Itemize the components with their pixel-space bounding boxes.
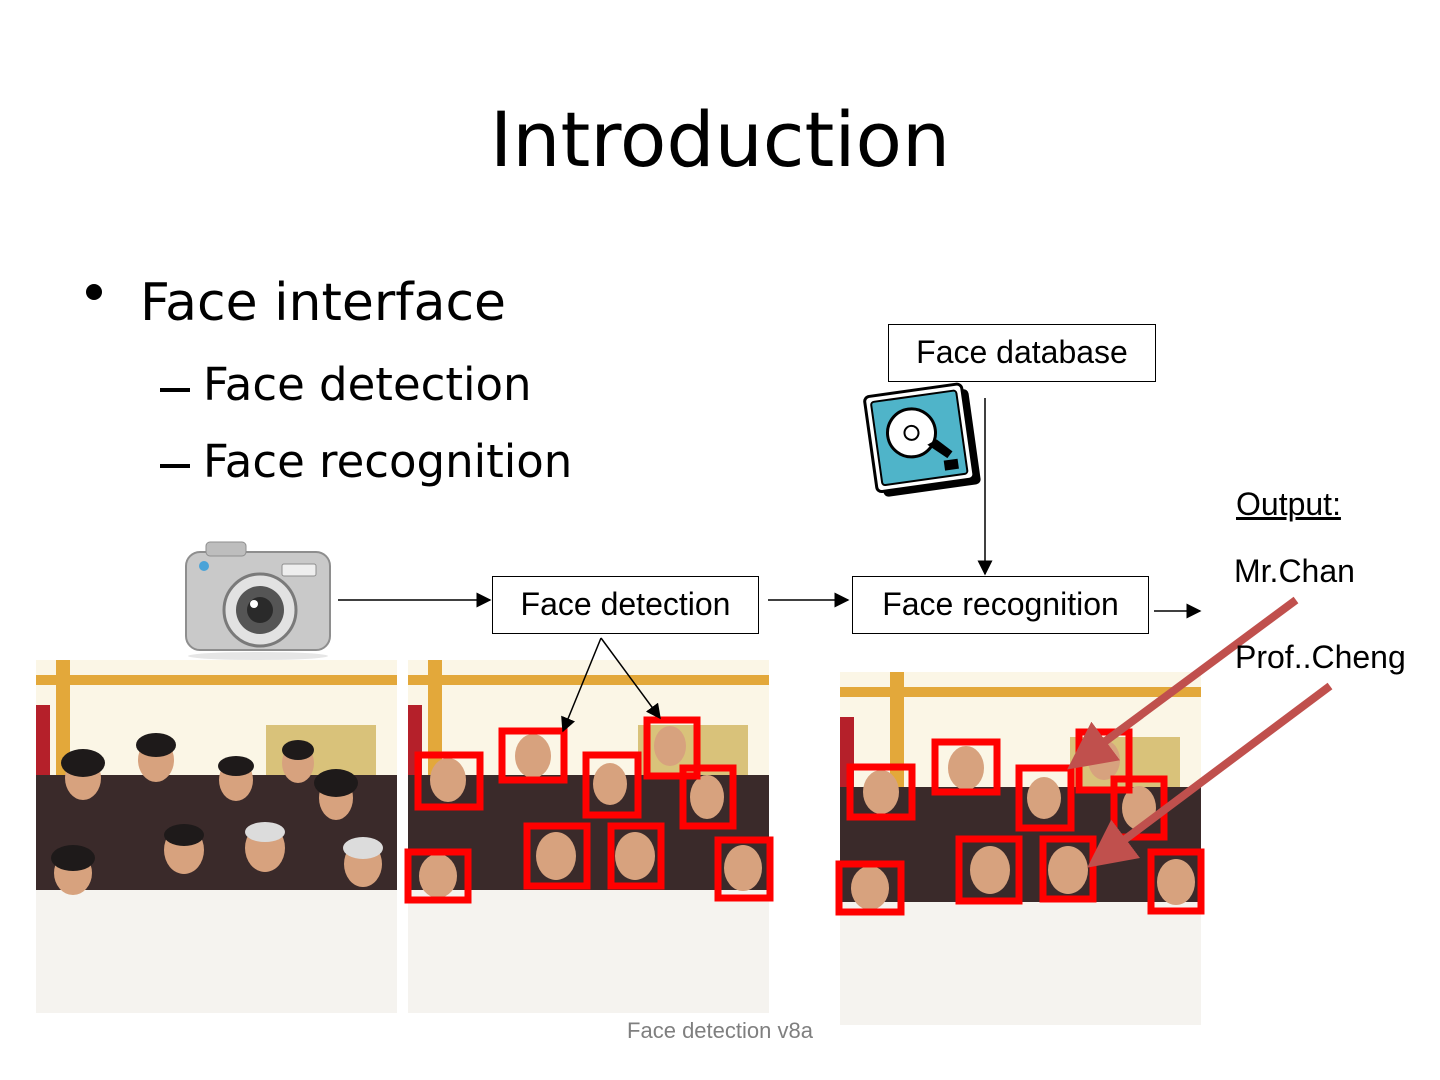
output-heading: Output: [1236,486,1341,522]
output-mr-chan: Mr.Chan [1234,553,1355,589]
sub-bullet-face-detection: Face detection [203,358,532,411]
camera-icon [185,541,331,660]
sub-bullet-dash [160,388,190,392]
output-prof-cheng: Prof..Cheng [1235,639,1406,675]
slide-title: Introduction [489,95,951,184]
face-database-box: Face database [888,324,1156,382]
sub-bullet-face-recognition: Face recognition [203,435,573,488]
bullet-face-interface: Face interface [140,273,507,333]
group-photo-original [36,660,397,1013]
slide-footer: Face detection v8a [627,1018,813,1043]
hard-disk-icon [863,382,981,497]
face-detection-box: Face detection [492,576,759,634]
face-recognition-box: Face recognition [852,576,1149,634]
sub-bullet-dash [160,464,190,468]
output-pointer-arrows [1067,596,1333,868]
bullet-dot [86,284,102,300]
flow-arrows [338,398,1202,733]
detection-boxes-photo-2 [404,716,774,904]
